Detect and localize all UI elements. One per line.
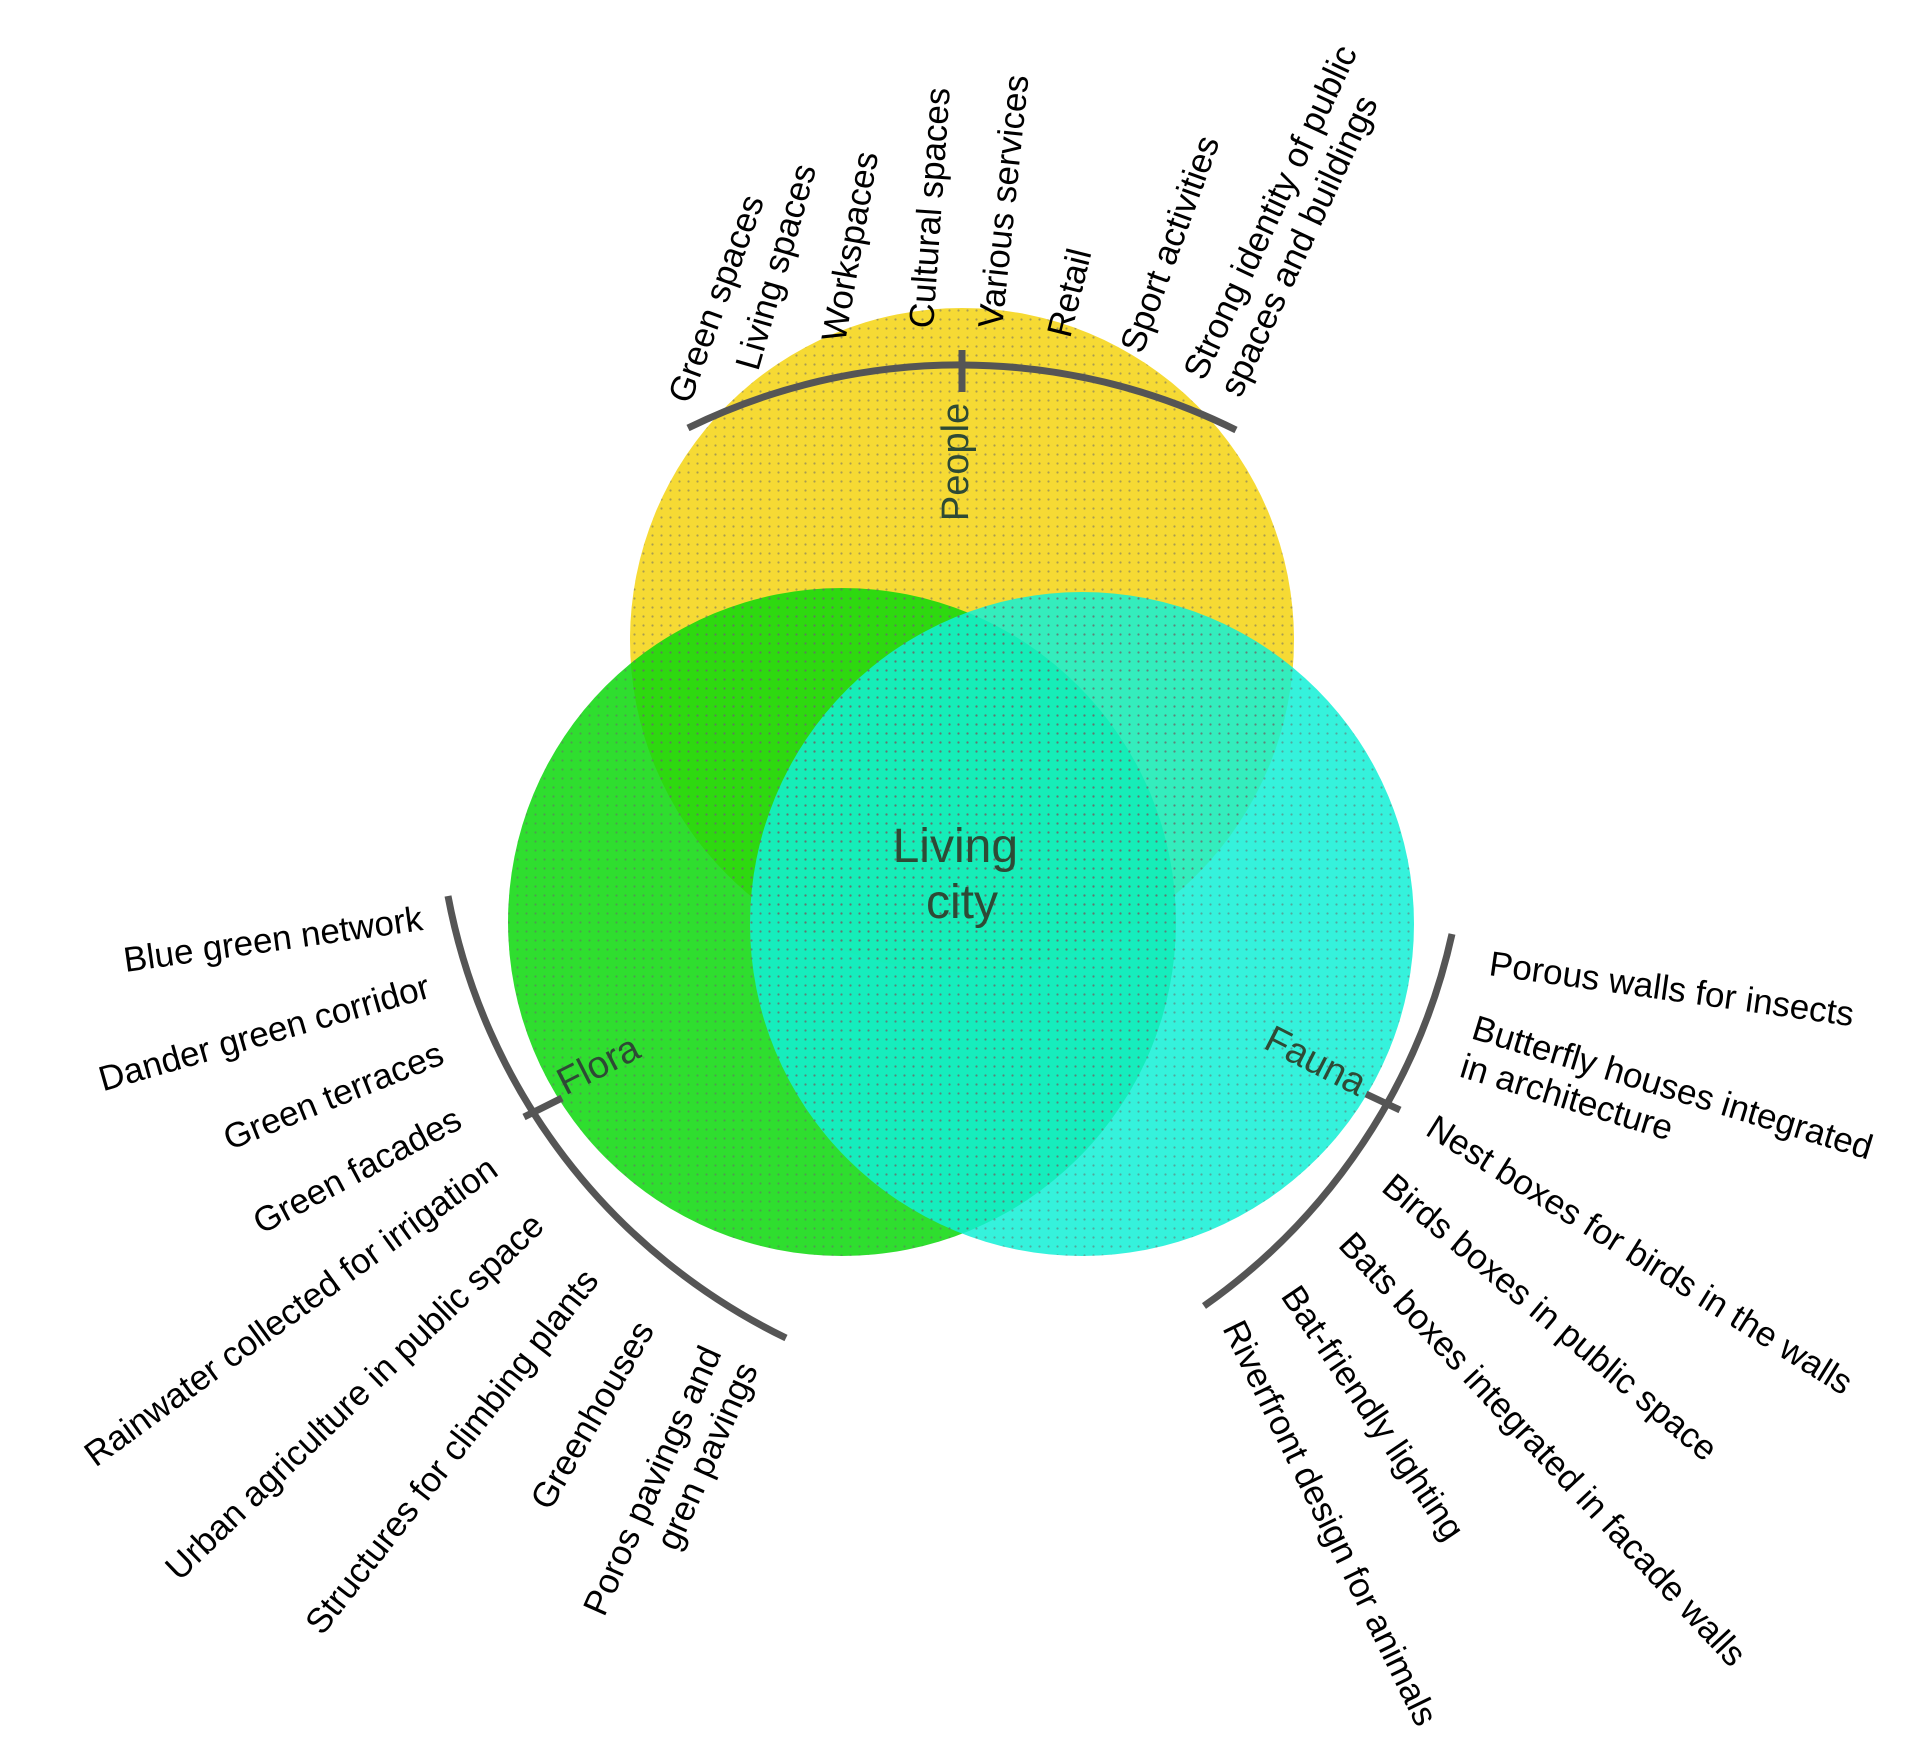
flora-item: Blue green network <box>121 899 426 980</box>
people-item: Retail <box>1040 245 1099 341</box>
center-label-line-2: city <box>926 876 998 929</box>
people-item: Various services <box>971 73 1036 330</box>
people-item: Workspaces <box>814 149 886 345</box>
fauna-item: Porous walls for insects <box>1487 944 1856 1034</box>
fauna-bracket-tick <box>1364 1090 1402 1114</box>
people-item-line: Workspaces <box>814 149 886 345</box>
center-label: Living city <box>893 820 1032 929</box>
people-item: Cultural spaces <box>902 86 958 329</box>
fauna-item-line: Porous walls for insects <box>1487 944 1856 1034</box>
fauna-bracket-arc <box>1201 933 1456 1309</box>
flora-bracket-tick <box>522 1094 564 1121</box>
flora-bracket-arc <box>444 895 788 1342</box>
people-item: Strong identity of publicspaces and buil… <box>1176 39 1401 402</box>
people-item-line: Cultural spaces <box>902 86 958 329</box>
fauna-circle-texture <box>750 592 1414 1256</box>
people-item-line: Retail <box>1040 245 1099 341</box>
center-label-line-1: Living <box>893 820 1018 873</box>
bracket-arcs <box>444 350 1456 1342</box>
venn-circles <box>508 308 1414 1256</box>
people-label: People <box>935 403 977 521</box>
flora-item-line: Blue green network <box>121 899 426 980</box>
people-item-line: Various services <box>971 73 1036 330</box>
